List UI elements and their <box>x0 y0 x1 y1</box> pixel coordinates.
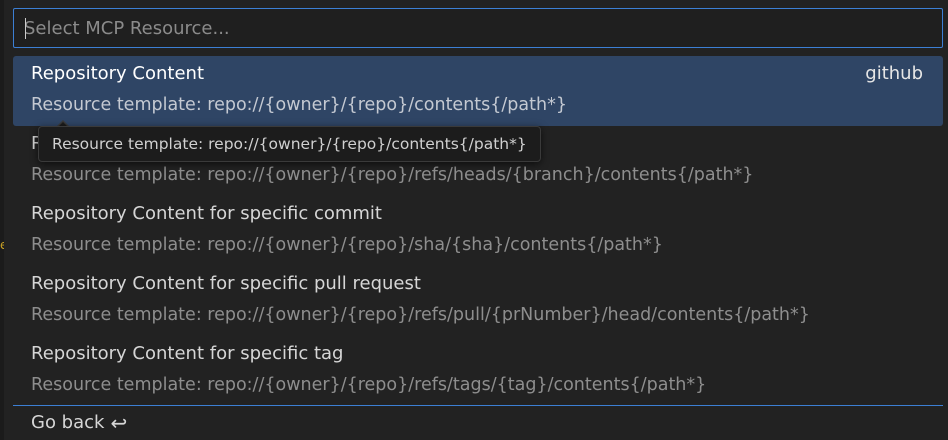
go-back-label: Go back <box>31 412 105 433</box>
item-description: Resource template: repo://{owner}/{repo}… <box>31 95 567 115</box>
item-title: Repository Content for specific tag <box>31 343 344 364</box>
list-divider <box>13 405 943 406</box>
list-item[interactable]: Repository Content for specific tag Reso… <box>13 336 943 406</box>
editor-gutter-mark: e <box>0 238 7 252</box>
hover-tooltip: Resource template: repo://{owner}/{repo}… <box>38 126 541 162</box>
item-title: Repository Content <box>31 63 205 84</box>
item-title: Repository Content for specific commit <box>31 203 382 224</box>
item-description: Resource template: repo://{owner}/{repo}… <box>31 305 810 325</box>
item-description: Resource template: repo://{owner}/{repo}… <box>31 235 663 255</box>
list-item[interactable]: Repository Content for specific commit R… <box>13 196 943 266</box>
search-box[interactable] <box>13 8 943 48</box>
tooltip-arrow-fill <box>57 122 69 128</box>
go-back-button[interactable]: Go back ↩ <box>31 412 127 433</box>
item-description: Resource template: repo://{owner}/{repo}… <box>31 375 707 395</box>
editor-edge: e <box>0 0 7 440</box>
text-caret <box>25 18 26 39</box>
quick-pick-panel: Repository Content github Resource templ… <box>4 0 948 440</box>
item-description: Resource template: repo://{owner}/{repo}… <box>31 165 754 185</box>
resource-list: Repository Content github Resource templ… <box>13 56 943 406</box>
list-item[interactable]: Repository Content for specific pull req… <box>13 266 943 336</box>
return-arrow-icon: ↩ <box>110 410 128 435</box>
item-title: Repository Content for specific pull req… <box>31 273 421 294</box>
list-item[interactable]: Repository Content github Resource templ… <box>13 56 943 126</box>
item-source-label: github <box>865 63 923 84</box>
search-input[interactable] <box>14 9 942 47</box>
